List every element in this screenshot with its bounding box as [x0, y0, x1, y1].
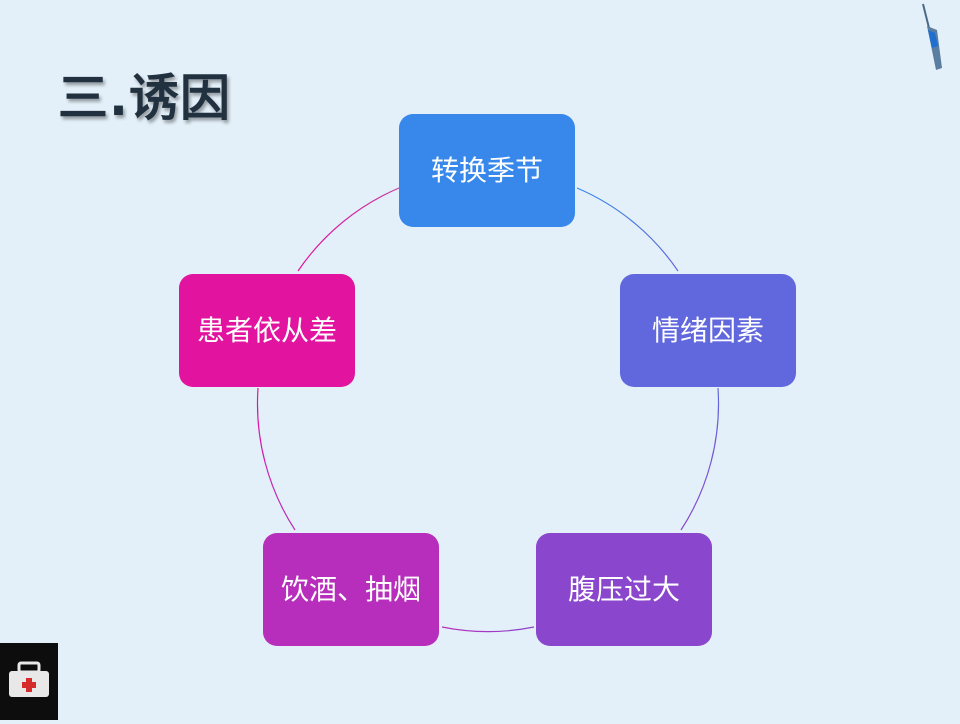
cycle-node-drinking-smoking: 饮酒、抽烟 — [263, 533, 439, 646]
cycle-node-abdominal-pressure: 腹压过大 — [536, 533, 712, 646]
arc-3-4 — [441, 626, 535, 633]
arc-2-3 — [680, 387, 720, 531]
arc-1-2 — [576, 187, 679, 272]
arc-4-5 — [256, 387, 296, 531]
arc-5-1 — [297, 187, 400, 272]
cycle-node-poor-compliance: 患者依从差 — [179, 274, 355, 387]
slide-title: 三.诱因 — [58, 69, 231, 127]
cycle-node-season-change: 转换季节 — [399, 114, 575, 227]
cycle-node-emotional-factors: 情绪因素 — [620, 274, 796, 387]
first-aid-kit-icon — [0, 643, 58, 720]
pen-icon — [922, 3, 942, 70]
